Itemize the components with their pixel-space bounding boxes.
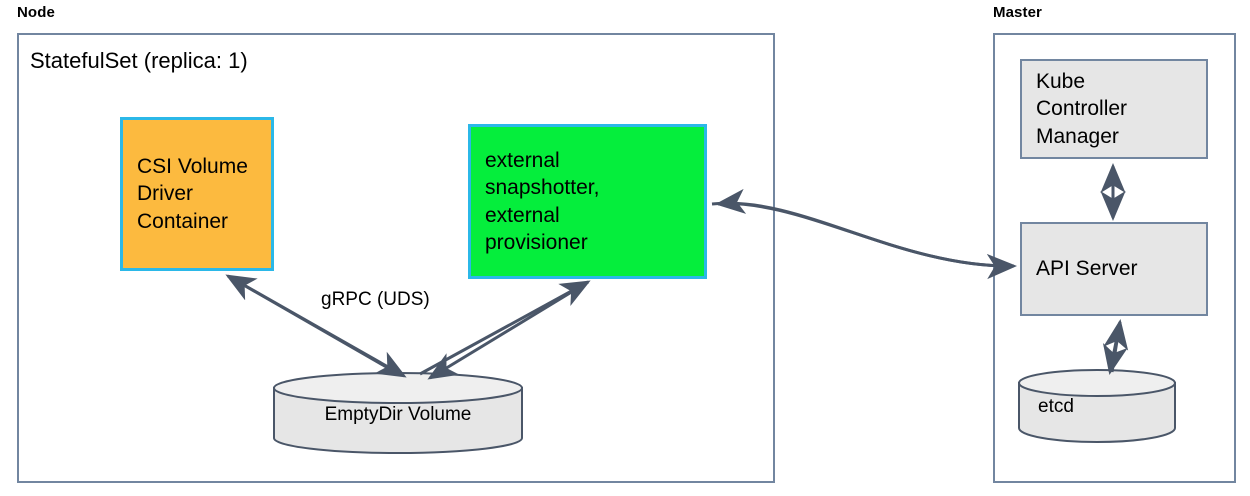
- grpc-uds-edge-label: gRPC (UDS): [321, 289, 430, 310]
- emptydir-volume-shape: [273, 372, 523, 454]
- kube-controller-manager-box[interactable]: Kube Controller Manager: [1020, 59, 1208, 159]
- etcd-shape: [1018, 369, 1176, 443]
- external-components-box[interactable]: external snapshotter, external provision…: [468, 124, 707, 279]
- master-zone-label: Master: [993, 4, 1042, 21]
- external-label-line-4: provisioner: [485, 230, 588, 254]
- csi-label-line-1: CSI Volume: [137, 155, 248, 179]
- csi-volume-driver-container-box[interactable]: CSI Volume Driver Container: [120, 117, 274, 271]
- csi-label-line-2: Driver: [137, 182, 193, 206]
- kcm-label-line-2: Controller: [1036, 97, 1128, 121]
- external-components-label: external snapshotter, external provision…: [485, 147, 704, 256]
- api-server-box[interactable]: API Server: [1020, 222, 1208, 316]
- emptydir-volume-cylinder[interactable]: EmptyDir Volume: [273, 372, 523, 454]
- kcm-label-line-1: Kube: [1036, 70, 1086, 94]
- kube-controller-manager-label: Kube Controller Manager: [1036, 68, 1206, 150]
- external-label-line-3: external: [485, 203, 560, 227]
- kcm-label-line-3: Manager: [1036, 124, 1119, 148]
- node-zone-label: Node: [17, 4, 55, 21]
- external-label-line-2: snapshotter,: [485, 176, 600, 200]
- statefulset-title: StatefulSet (replica: 1): [30, 48, 248, 73]
- external-label-line-1: external: [485, 148, 560, 172]
- csi-volume-driver-container-label: CSI Volume Driver Container: [137, 153, 271, 235]
- etcd-cylinder[interactable]: etcd: [1018, 369, 1176, 443]
- api-server-label: API Server: [1036, 257, 1138, 281]
- csi-label-line-3: Container: [137, 209, 229, 233]
